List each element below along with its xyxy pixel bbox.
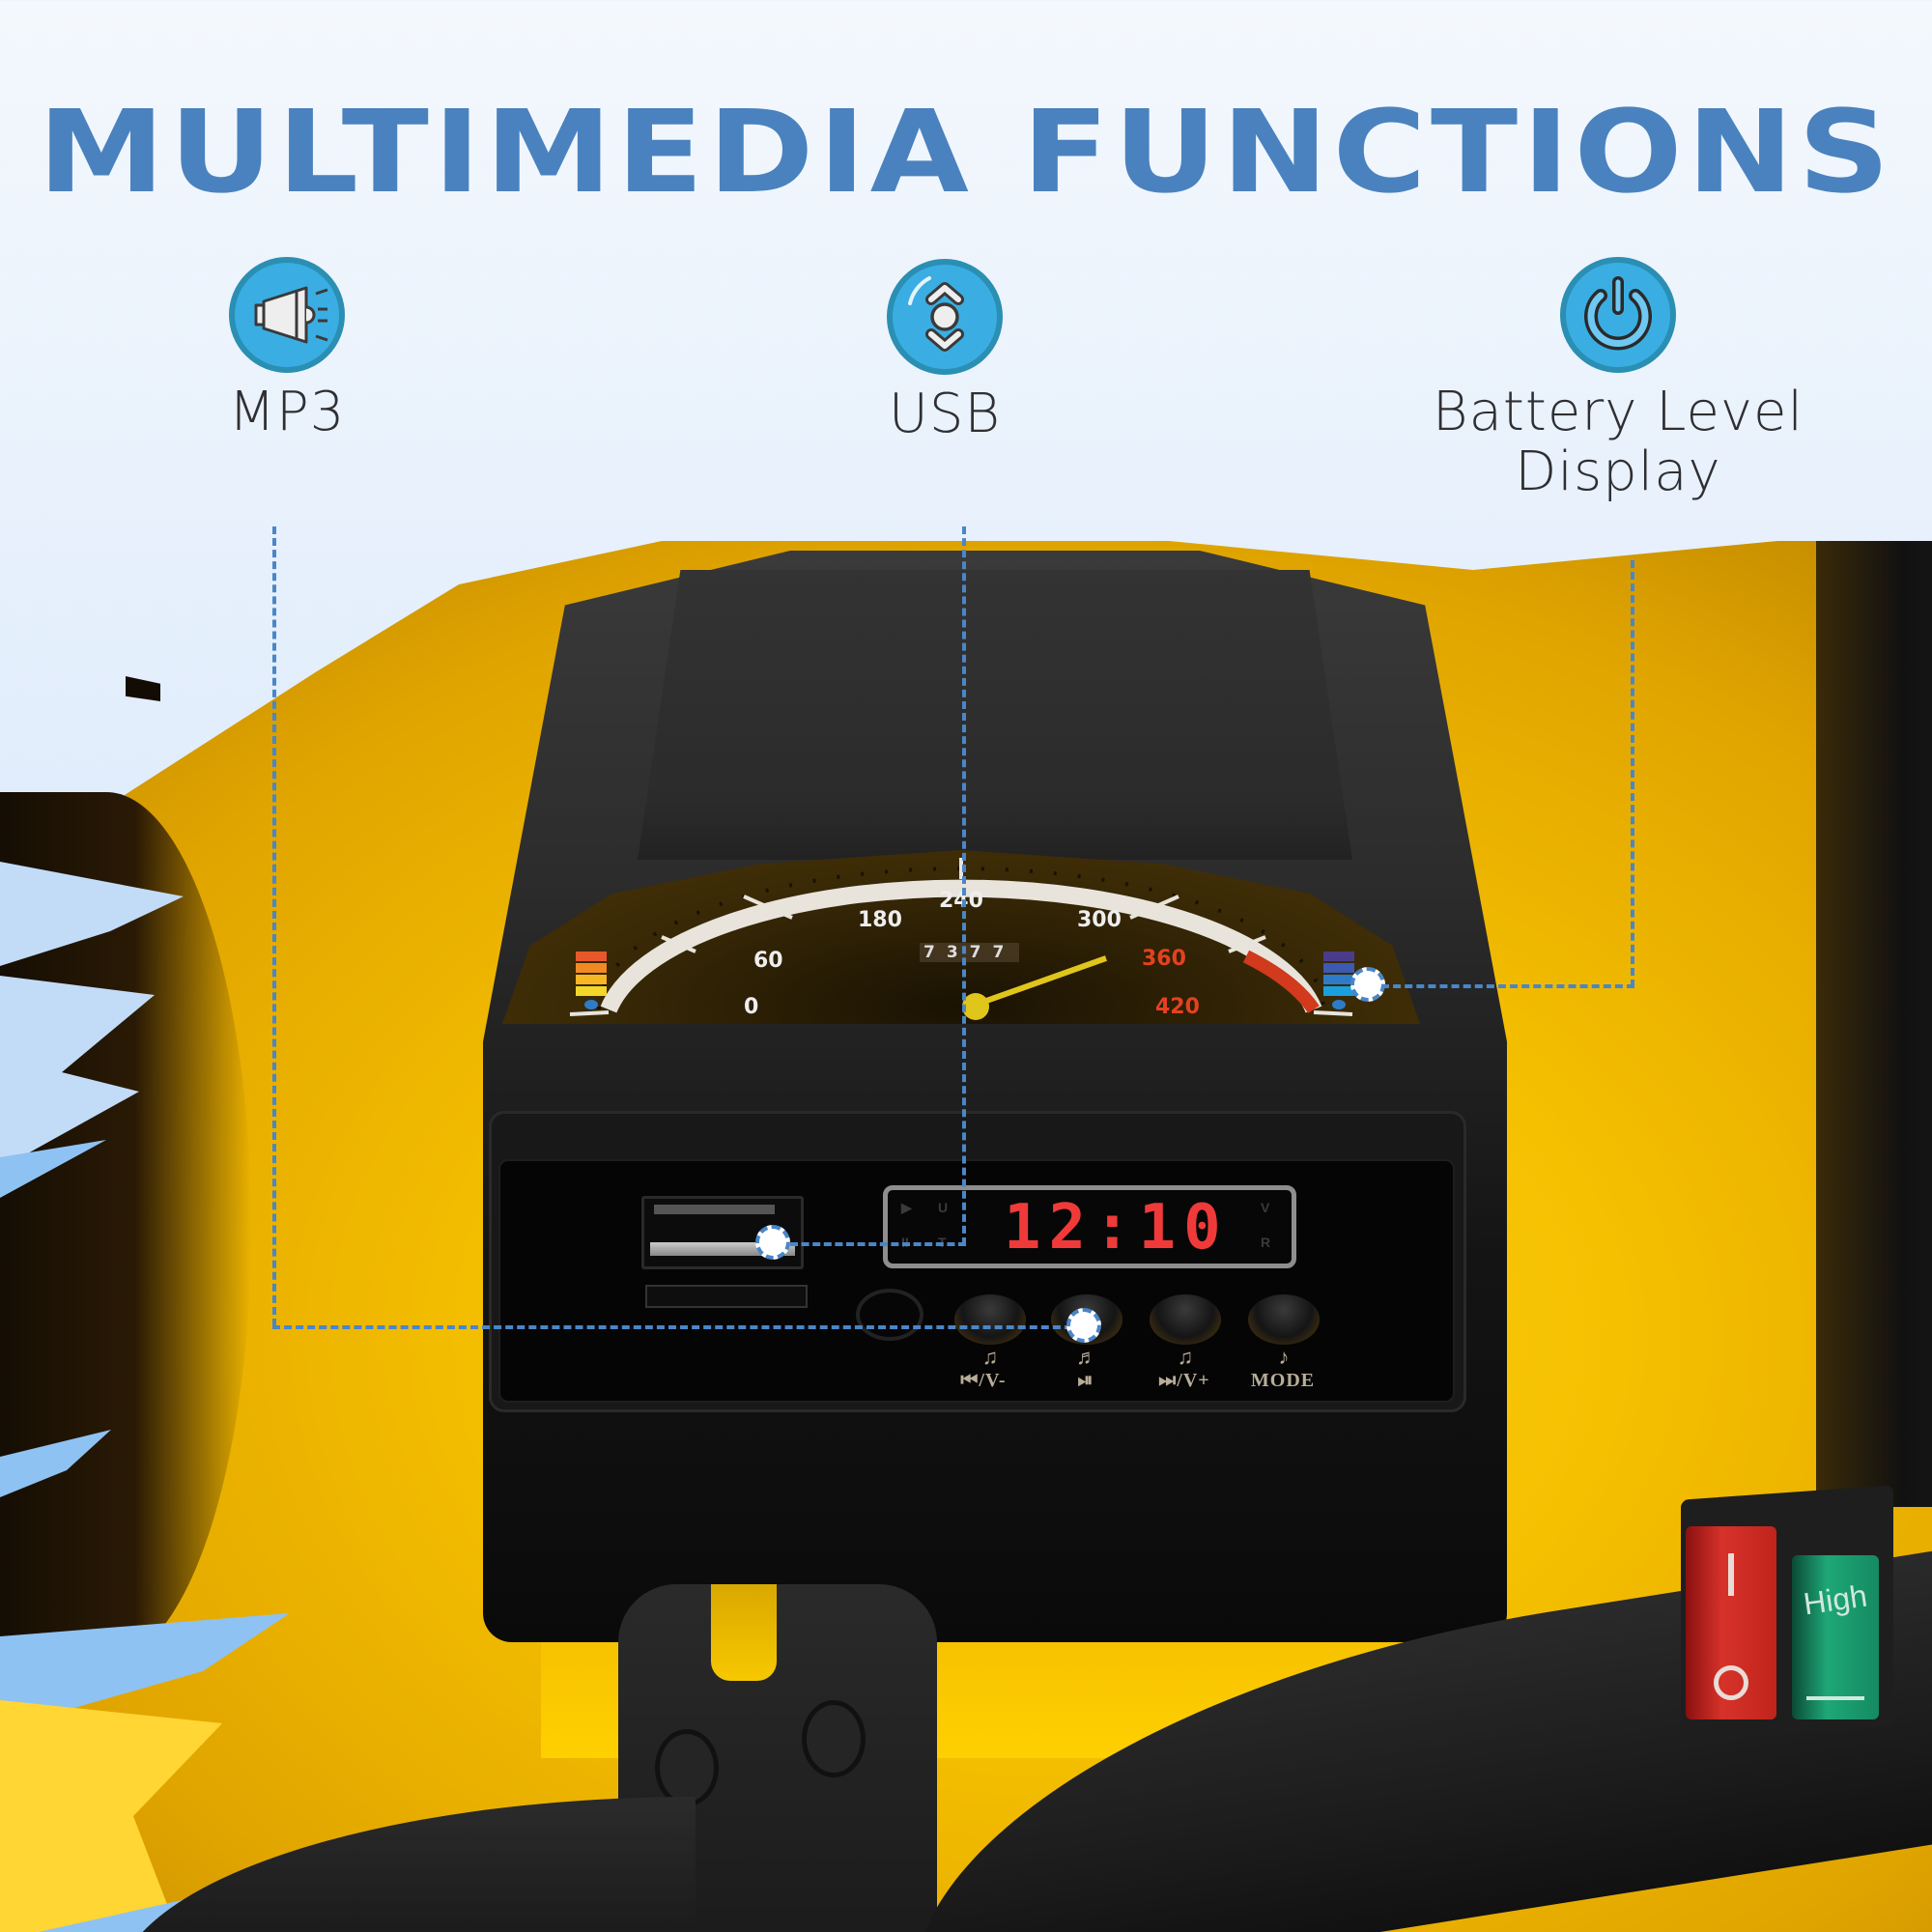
usb-callout-line xyxy=(962,526,966,1245)
dashboard-visor xyxy=(638,570,1352,860)
gauge-tick-60: 60 xyxy=(753,949,783,973)
mp3-callout-line xyxy=(272,1325,1084,1329)
feature-mp3-label: MP3 xyxy=(228,381,346,443)
feature-battery-label-line2: Display xyxy=(1515,440,1721,503)
feature-battery: Battery Level Display xyxy=(1401,257,1835,502)
prev-vol-down-label: ⏮/V- xyxy=(960,1370,1007,1391)
music-note-icon: ♬ xyxy=(1076,1345,1097,1369)
battery-callout-line xyxy=(1631,560,1634,987)
feature-mp3: MP3 xyxy=(200,257,374,442)
switch-off-mark xyxy=(1714,1665,1748,1700)
music-note-icon: ♫ xyxy=(981,1345,999,1369)
scroll-updown-icon xyxy=(887,259,1003,375)
mode-label: MODE xyxy=(1250,1370,1316,1391)
lcd-display: ▶ U II T 12:10 V R xyxy=(883,1185,1296,1268)
battery-callout-line xyxy=(1381,984,1634,988)
odometer: 7377 xyxy=(920,943,1020,962)
mp3-callout-line xyxy=(272,526,276,1326)
speed-switch[interactable]: High xyxy=(1792,1555,1879,1719)
left-level-bars xyxy=(576,952,607,1009)
sd-card-slot[interactable] xyxy=(645,1285,808,1308)
battery-level-bars xyxy=(1323,952,1354,1009)
usb-callout-line xyxy=(790,1242,966,1246)
gauge-tick-420: 420 xyxy=(1155,995,1200,1019)
steering-mount-notch xyxy=(711,1584,777,1681)
lcd-v-indicator: V xyxy=(1261,1200,1270,1215)
feature-battery-label-line1: Battery Level xyxy=(1432,381,1804,443)
splash-fragment xyxy=(126,676,160,701)
gauge-tick-0: 0 xyxy=(744,995,759,1019)
feature-usb-label: USB xyxy=(888,383,1002,445)
switch-on-mark xyxy=(1728,1553,1734,1596)
aux-jack[interactable] xyxy=(856,1289,923,1341)
gauge-tick-240: 240 xyxy=(939,889,983,913)
lcd-time: 12:10 xyxy=(1004,1192,1229,1264)
lcd-r-indicator: R xyxy=(1261,1235,1271,1250)
gauge-tick-360: 360 xyxy=(1142,947,1186,971)
music-note-icon: ♪ xyxy=(1278,1345,1290,1369)
battery-callout-node xyxy=(1350,967,1385,1002)
lcd-play-indicator: ▶ xyxy=(901,1200,912,1215)
next-vol-up-button[interactable] xyxy=(1150,1294,1221,1345)
gauge-tick-180: 180 xyxy=(858,908,902,932)
usb-port-contacts xyxy=(654,1205,775,1214)
page-title: MULTIMEDIA FUNCTIONS xyxy=(38,85,1894,218)
speedometer-arc-icon xyxy=(569,858,1353,1020)
lcd-u-indicator: U xyxy=(938,1200,949,1215)
vehicle-shadow-right xyxy=(1816,541,1932,1507)
speaker-horn-icon xyxy=(229,257,345,373)
bolt-icon xyxy=(802,1700,866,1777)
power-icon xyxy=(1560,257,1676,373)
feature-usb: USB xyxy=(858,259,1032,444)
mode-button[interactable] xyxy=(1248,1294,1320,1345)
mp3-callout-node xyxy=(1066,1308,1101,1343)
usb-callout-node xyxy=(755,1225,790,1260)
power-switch[interactable] xyxy=(1686,1526,1776,1719)
gauge-tick-300: 300 xyxy=(1077,908,1122,932)
play-pause-label: ⏯ xyxy=(1077,1370,1094,1391)
next-vol-up-label: ⏭/V+ xyxy=(1158,1370,1210,1391)
speed-switch-label: High xyxy=(1801,1577,1870,1622)
prev-vol-down-button[interactable] xyxy=(954,1294,1026,1345)
speed-switch-line xyxy=(1806,1696,1864,1700)
music-note-icon: ♫ xyxy=(1177,1345,1194,1369)
bolt-icon xyxy=(655,1729,719,1806)
